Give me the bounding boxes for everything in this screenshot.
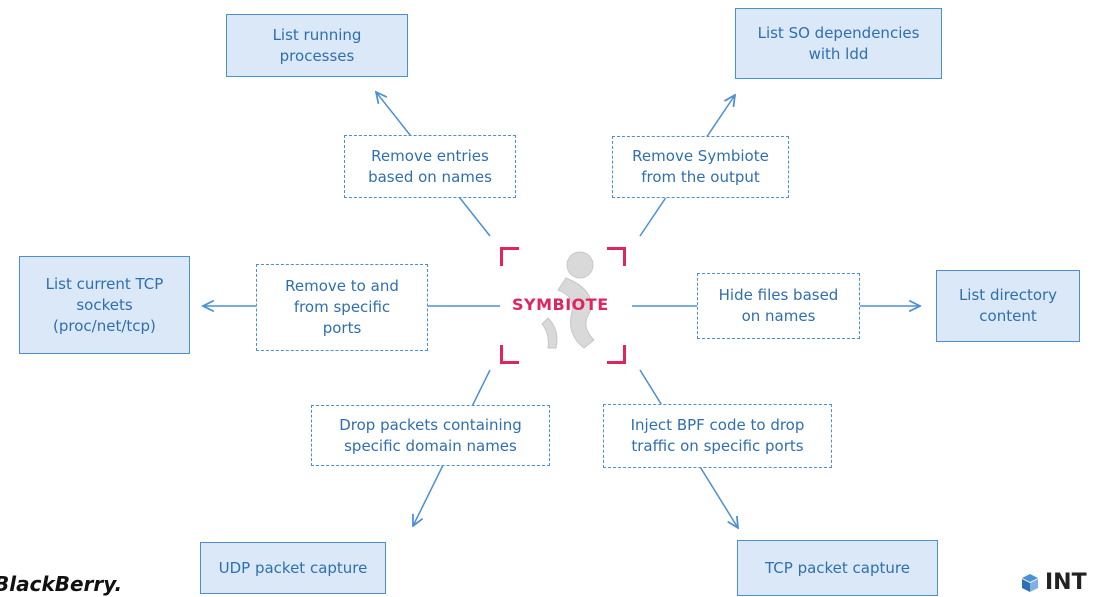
cube-logo-icon xyxy=(1022,573,1038,592)
symbiote-figure xyxy=(541,251,595,349)
action-remove-entries: Remove entries based on names xyxy=(344,135,516,198)
action-remove-symbiote: Remove Symbiote from the output xyxy=(612,136,789,198)
bracket-top-left xyxy=(500,247,519,266)
target-list-running-processes: List running processes xyxy=(226,14,408,77)
symbiote-label: SYMBIOTE xyxy=(512,295,609,314)
action-hide-files: Hide files based on names xyxy=(697,273,860,339)
action-inject-bpf: Inject BPF code to drop traffic on speci… xyxy=(603,404,832,468)
bracket-bottom-right xyxy=(607,345,626,364)
action-drop-packets: Drop packets containing specific domain … xyxy=(311,405,550,466)
target-list-tcp-sockets: List current TCP sockets (proc/net/tcp) xyxy=(19,256,190,354)
target-tcp-packet-capture: TCP packet capture xyxy=(737,540,938,596)
target-list-directory-content: List directory content xyxy=(936,270,1080,342)
blackberry-logo: BlackBerry. xyxy=(0,572,123,596)
intezer-logo: INT xyxy=(1020,570,1087,595)
bracket-bottom-left xyxy=(500,345,519,364)
intezer-logo-text: INT xyxy=(1045,570,1087,595)
target-list-so-dependencies: List SO dependencies with ldd xyxy=(735,8,942,79)
action-remove-ports: Remove to and from specific ports xyxy=(256,264,428,351)
target-udp-packet-capture: UDP packet capture xyxy=(200,542,386,594)
bracket-top-right xyxy=(607,247,626,266)
